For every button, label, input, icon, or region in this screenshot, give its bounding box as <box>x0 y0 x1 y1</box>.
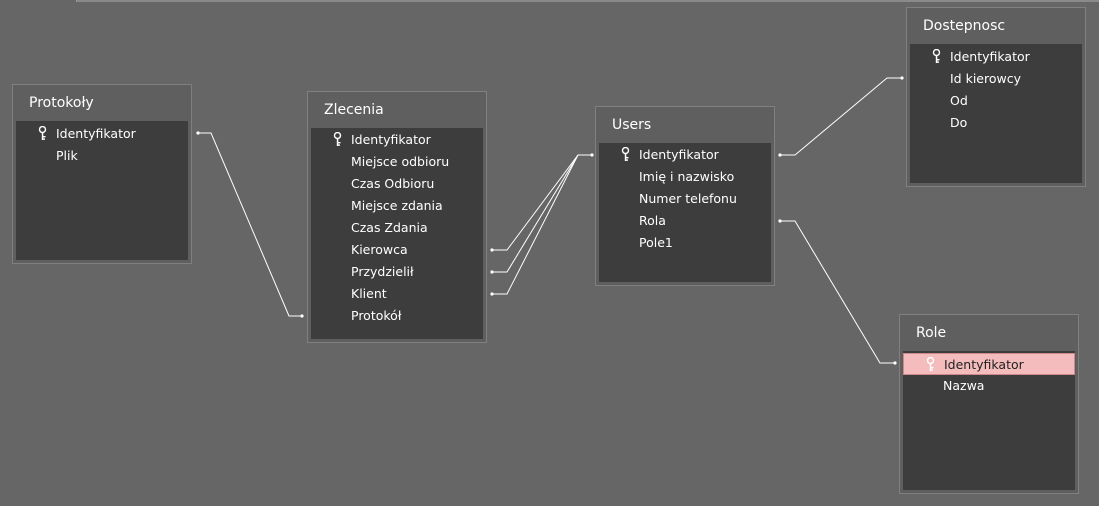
field-rola[interactable]: Rola <box>599 210 771 232</box>
field-klient[interactable]: Klient <box>311 283 483 305</box>
field-czas-zdania[interactable]: Czas Zdania <box>311 217 483 239</box>
table-title: Protokoły <box>29 95 94 111</box>
field-label: Identyfikator <box>944 357 1024 372</box>
field-label: Numer telefonu <box>639 191 737 206</box>
field-nazwa[interactable]: Nazwa <box>903 375 1075 397</box>
relation-zlecenia-klient-users <box>492 154 592 295</box>
field-miejsce-zdania[interactable]: Miejsce zdania <box>311 195 483 217</box>
field-label: Do <box>950 115 968 130</box>
table-role[interactable]: Role Identyfikator Nazwa <box>899 314 1079 494</box>
table-protokoly[interactable]: Protokoły Identyfikator Plik <box>12 84 192 264</box>
field-identyfikator[interactable]: Identyfikator <box>910 46 1082 68</box>
key-icon <box>932 49 941 63</box>
key-icon <box>926 357 935 371</box>
field-numer-telefonu[interactable]: Numer telefonu <box>599 188 771 210</box>
field-protokol[interactable]: Protokół <box>311 305 483 327</box>
field-label: Identyfikator <box>950 49 1030 64</box>
field-identyfikator[interactable]: Identyfikator <box>16 123 188 145</box>
field-label: Plik <box>56 148 78 163</box>
field-pole1[interactable]: Pole1 <box>599 232 771 254</box>
field-list: Identyfikator Id kierowcy Od Do <box>910 44 1082 183</box>
table-title: Zlecenia <box>324 102 384 118</box>
field-list: Identyfikator Miejsce odbioru Czas Odbio… <box>311 128 483 339</box>
field-label: Imię i nazwisko <box>639 169 735 184</box>
relation-zlecenia-przydzielil-users <box>492 154 592 273</box>
field-label: Kierowca <box>351 242 408 257</box>
field-list: Identyfikator Plik <box>16 121 188 260</box>
field-label: Identyfikator <box>351 132 431 147</box>
relation-protokoly-zlecenia <box>198 132 302 317</box>
field-label: Klient <box>351 286 387 301</box>
field-label: Rola <box>639 213 666 228</box>
relation-users-dostepnosc <box>780 77 902 156</box>
field-label: Protokół <box>351 308 402 323</box>
table-title: Users <box>612 117 652 133</box>
field-label: Id kierowcy <box>950 71 1022 86</box>
field-identyfikator[interactable]: Identyfikator <box>599 144 771 166</box>
field-id-kierowcy[interactable]: Id kierowcy <box>910 68 1082 90</box>
relation-zlecenia-kierowca-users <box>492 154 592 251</box>
field-label: Miejsce zdania <box>351 198 443 213</box>
field-czas-odbioru[interactable]: Czas Odbioru <box>311 173 483 195</box>
field-identyfikator[interactable]: Identyfikator <box>311 129 483 151</box>
field-kierowca[interactable]: Kierowca <box>311 239 483 261</box>
relation-users-role <box>780 220 895 364</box>
field-miejsce-odbioru[interactable]: Miejsce odbioru <box>311 151 483 173</box>
field-label: Czas Zdania <box>351 220 428 235</box>
field-list: Identyfikator Nazwa <box>903 351 1075 490</box>
table-title: Dostepnosc <box>923 18 1006 34</box>
field-label: Pole1 <box>639 235 673 250</box>
field-label: Identyfikator <box>56 126 136 141</box>
table-users[interactable]: Users Identyfikator Imię i nazwisko Nume… <box>595 106 775 286</box>
key-icon <box>333 132 342 146</box>
field-label: Miejsce odbioru <box>351 154 450 169</box>
field-label: Przydzielił <box>351 264 414 279</box>
table-zlecenia[interactable]: Zlecenia Identyfikator Miejsce odbioru C… <box>307 91 487 343</box>
field-label: Od <box>950 93 968 108</box>
canvas-top-edge <box>76 0 1099 2</box>
field-plik[interactable]: Plik <box>16 145 188 167</box>
key-icon <box>38 126 47 140</box>
field-label: Nazwa <box>943 378 985 393</box>
field-przydzielil[interactable]: Przydzielił <box>311 261 483 283</box>
field-label: Identyfikator <box>639 147 719 162</box>
field-label: Czas Odbioru <box>351 176 435 191</box>
field-identyfikator[interactable]: Identyfikator <box>903 353 1075 375</box>
table-title: Role <box>916 325 947 341</box>
field-do[interactable]: Do <box>910 112 1082 134</box>
key-icon <box>621 147 630 161</box>
field-od[interactable]: Od <box>910 90 1082 112</box>
field-imie-i-nazwisko[interactable]: Imię i nazwisko <box>599 166 771 188</box>
field-list: Identyfikator Imię i nazwisko Numer tele… <box>599 143 771 282</box>
table-dostepnosc[interactable]: Dostepnosc Identyfikator Id kierowcy Od … <box>906 7 1086 187</box>
